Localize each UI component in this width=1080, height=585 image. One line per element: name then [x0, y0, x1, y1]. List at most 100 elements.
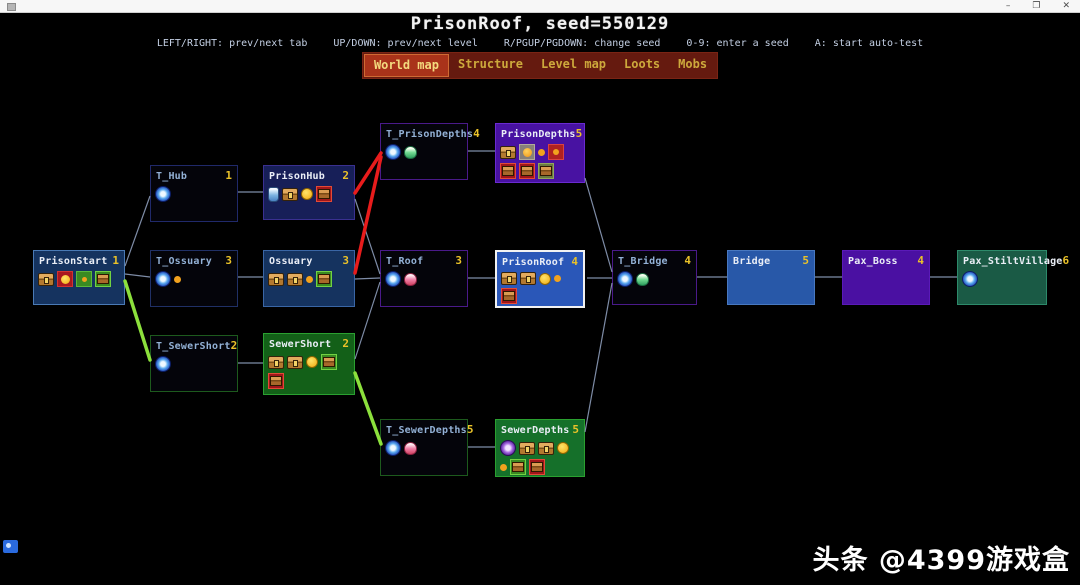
node-title: Bridge: [733, 256, 771, 267]
watermark-text: 头条 @4399游戏盒: [812, 545, 1070, 576]
tab-bar: World map Structure Level map Loots Mobs: [361, 52, 719, 79]
tab-mobs[interactable]: Mobs: [678, 57, 708, 71]
node-icons: [958, 269, 1044, 289]
node-level-number: 5: [466, 423, 474, 436]
tab-structure[interactable]: Structure: [457, 57, 523, 71]
tile-red-coin-icon: [57, 271, 73, 287]
tab-loots[interactable]: Loots: [624, 57, 661, 71]
tile-red-mimic-icon: [316, 186, 332, 202]
node-title: PrisonStart: [39, 256, 108, 267]
portal-blue-icon: [617, 271, 633, 287]
flask-blue-icon: [268, 186, 279, 202]
help-item-2: R/PGUP/PGDOWN: change seed: [503, 38, 661, 49]
tile-green-mimic-icon: [95, 271, 111, 287]
tile-green-dot-icon: [76, 271, 92, 287]
node-title: SewerShort: [269, 339, 332, 350]
bottom-left-logo-icon: [3, 540, 18, 553]
node-level-number: 4: [473, 127, 480, 140]
node-icons: [613, 269, 696, 289]
node-title: T_PrisonDepths: [386, 129, 474, 140]
portal-blue-icon: [962, 271, 978, 287]
node-level-number: 5: [572, 423, 579, 436]
coin-icon: [306, 356, 318, 368]
dot-icon: [538, 148, 545, 156]
level-node-T_Bridge[interactable]: T_Bridge 4: [612, 250, 697, 305]
tile-red-mimic-icon: [500, 163, 516, 179]
chest-icon: [520, 272, 536, 285]
tab-world-map[interactable]: World map: [363, 54, 449, 77]
node-title: SewerDepths: [501, 425, 570, 436]
tile-green-mimic-icon: [510, 459, 526, 475]
node-level-number: 5: [802, 254, 809, 267]
tile-red-mimic-icon: [529, 459, 545, 475]
node-level-number: 4: [571, 255, 578, 268]
node-level-number: 3: [225, 254, 232, 267]
tile-red-dot-icon: [548, 144, 564, 160]
node-icons: [264, 352, 350, 391]
level-node-SewerShort[interactable]: SewerShort 2: [263, 333, 355, 395]
node-title: T_SewerDepths: [386, 425, 467, 436]
potion-green-icon: [636, 272, 649, 286]
node-icons: [151, 354, 237, 374]
dot-icon: [554, 275, 561, 282]
portal-purple-icon: [500, 440, 516, 456]
node-icons: [381, 269, 467, 289]
node-title: T_SewerShort: [156, 341, 231, 352]
minimize-button[interactable]: –: [1005, 1, 1011, 11]
help-item-3: 0-9: enter a seed: [686, 38, 789, 49]
level-node-PrisonStart[interactable]: PrisonStart 1: [33, 250, 125, 305]
node-level-number: 4: [684, 254, 691, 267]
tab-level-map[interactable]: Level map: [541, 57, 607, 71]
maximize-button[interactable]: ❐: [1032, 1, 1041, 11]
level-node-Bridge[interactable]: Bridge 5: [727, 250, 815, 305]
potion-pink-icon: [404, 272, 417, 286]
chest-icon: [519, 441, 535, 455]
node-level-number: 6: [1062, 254, 1070, 267]
node-icons: [34, 269, 120, 289]
coin-icon: [557, 442, 569, 454]
node-title: Ossuary: [269, 256, 313, 267]
node-icons: [151, 269, 237, 289]
node-icons: [264, 184, 350, 204]
node-icons: [151, 184, 237, 204]
tile-red-mimic-icon: [501, 288, 517, 304]
node-level-number: 2: [342, 169, 349, 182]
node-level-number: 2: [230, 339, 238, 352]
node-title: T_Bridge: [618, 256, 668, 267]
tile-red-mimic-icon: [268, 373, 284, 389]
level-node-Ossuary[interactable]: Ossuary 3: [263, 250, 355, 307]
chest-icon: [287, 355, 303, 369]
close-button[interactable]: ✕: [1062, 1, 1070, 11]
tile-red-mimic-icon: [519, 163, 535, 179]
node-level-number: 1: [225, 169, 232, 182]
node-title: T_Roof: [386, 256, 424, 267]
node-icons: [843, 269, 929, 273]
node-title: Pax_StiltVillage: [963, 256, 1063, 267]
node-level-number: 1: [112, 254, 119, 267]
node-icons: [496, 142, 582, 181]
node-level-number: 3: [342, 254, 349, 267]
node-icons: [496, 438, 582, 477]
portal-blue-icon: [385, 271, 401, 287]
node-icons: [381, 142, 467, 162]
chest-icon: [268, 355, 284, 369]
tile-green-mimic-icon: [316, 271, 332, 287]
chest-icon: [268, 272, 284, 286]
portal-blue-icon: [385, 440, 401, 456]
node-level-number: 2: [342, 337, 349, 350]
